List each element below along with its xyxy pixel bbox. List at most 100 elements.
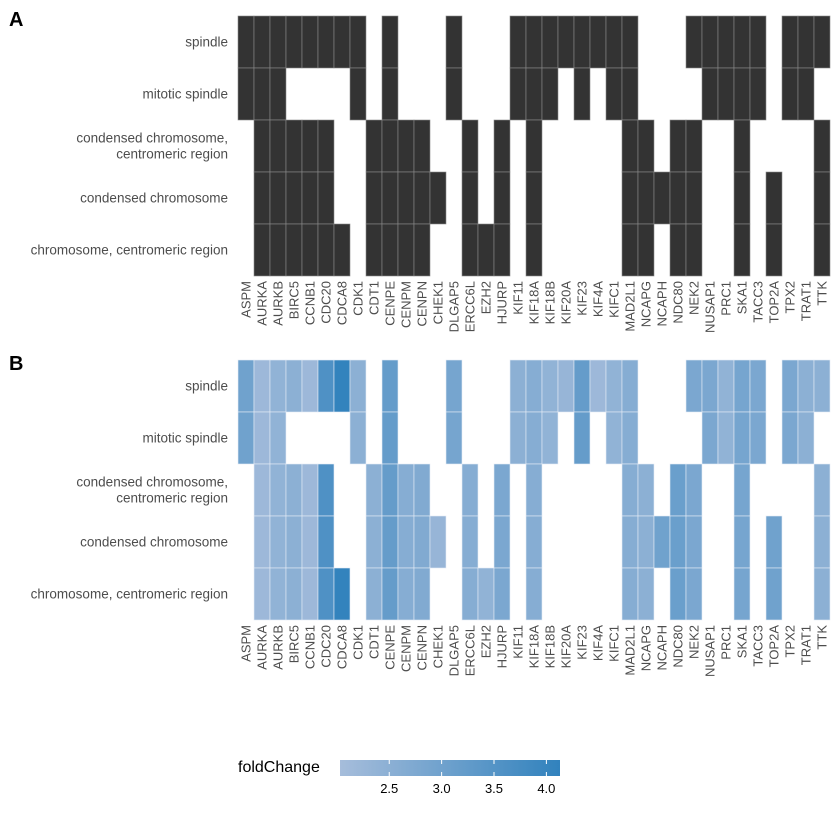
panel-b-cell (685, 567, 703, 621)
panel-a-cell (653, 171, 671, 225)
panel-b-cell (557, 359, 575, 413)
panel-a-cell (541, 15, 559, 69)
panel-a-row-label-text: chromosome, centromeric region (31, 243, 228, 258)
panel-b-cell (253, 359, 271, 413)
panel-b-cell (573, 359, 591, 413)
panel-a-gene-tick-label: NCAPG (639, 281, 654, 327)
panel-a-cell (813, 15, 831, 69)
panel-a-gene-tick-label: CCNB1 (303, 281, 318, 325)
panel-b-cell (413, 567, 431, 621)
panel-b-cell (237, 411, 255, 465)
panel-a-cell (269, 67, 287, 121)
panel-b-cell (253, 567, 271, 621)
panel-a-cell (621, 119, 639, 173)
panel-b-cell (397, 567, 415, 621)
panel-b-gene-tick-label: KIF4A (591, 625, 606, 661)
panel-b-row-label-text: condensed chromosome (80, 535, 228, 550)
panel-b-cell (381, 359, 399, 413)
panel-a-gene-tick-label: NUSAP1 (703, 281, 718, 333)
panel-b-row-label: condensed chromosome,centromeric region (76, 475, 228, 506)
panel-a-cell (813, 223, 831, 277)
panel-b-cell (701, 411, 719, 465)
panel-b-cell (285, 567, 303, 621)
panel-a-cell (493, 171, 511, 225)
panel-a-gene-tick-label: NCAPH (655, 281, 670, 327)
legend-tick-label: 4.0 (537, 781, 555, 796)
panel-b-cell (733, 359, 751, 413)
panel-a-cell (685, 15, 703, 69)
panel-a-row-label-text: condensed chromosome, (76, 131, 228, 146)
panel-a-row-label-text: condensed chromosome (80, 191, 228, 206)
panel-a-cell (317, 223, 335, 277)
legend-colorbar (340, 760, 560, 776)
panel-a-gene-tick-label: KIF4A (591, 281, 606, 317)
panel-b-gene-tick-label: CENPM (399, 625, 414, 672)
panel-a-gene-tick-label: TRAT1 (799, 281, 814, 321)
panel-a-cell (733, 67, 751, 121)
panel-a-cell (621, 223, 639, 277)
panel-a-gene-tick-label: ASPM (239, 281, 254, 318)
panel-b-cell (461, 567, 479, 621)
panel-b-gene-tick-label: TACC3 (751, 625, 766, 667)
panel-b-cell (317, 359, 335, 413)
panel-a-row-label-text: centromeric region (116, 147, 228, 162)
panel-b-cell (349, 359, 367, 413)
panel-a-cell (669, 223, 687, 277)
panel-a-cell (301, 171, 319, 225)
panel-b-row-label-text: spindle (185, 379, 228, 394)
panel-a-gene-tick-label: TOP2A (767, 281, 782, 324)
panel-a-cell (317, 171, 335, 225)
panel-b-gene-tick-label: MAD2L1 (623, 625, 638, 676)
panel-a-gene-tick-label: NEK2 (687, 281, 702, 315)
panel-b-cell (621, 567, 639, 621)
panel-b-cell (445, 359, 463, 413)
panel-b-cell (365, 515, 383, 569)
panel-a-cell (301, 15, 319, 69)
panel-b-cell (301, 463, 319, 517)
panel-a-cell (333, 223, 351, 277)
panel-a-cell (269, 15, 287, 69)
panel-b-cell (525, 411, 543, 465)
panel-b-cell (381, 463, 399, 517)
panel-a-cell (349, 15, 367, 69)
panel-b-cell (269, 359, 287, 413)
panel-a-gene-tick-label: CDK1 (351, 281, 366, 316)
panel-b-cell (669, 567, 687, 621)
panel-a-gene-tick-label: TACC3 (751, 281, 766, 323)
panel-a-cell (813, 171, 831, 225)
panel-a-cell (797, 67, 815, 121)
panel-b-row-label-text: condensed chromosome, (76, 475, 228, 490)
panel-b-cell (733, 567, 751, 621)
panel-a-gene-tick-label: AURKB (271, 281, 286, 326)
panel-a-cell (253, 171, 271, 225)
panel-b-gene-tick-label: NCAPG (639, 625, 654, 671)
panel-b-cell (733, 515, 751, 569)
panel-b-cell (365, 463, 383, 517)
panel-a-gene-tick-label: AURKA (255, 281, 270, 326)
panel-b-row-label: condensed chromosome (80, 535, 228, 550)
panel-b-row-label-text: mitotic spindle (142, 431, 228, 446)
panel-b-gene-tick-label: KIF11 (511, 625, 526, 659)
panel-a-gene-tick-label: KIF18A (527, 281, 542, 325)
panel-a-gene-tick-label: CENPE (383, 281, 398, 326)
panel-a-cell (493, 223, 511, 277)
panel-b-gene-tick-label: HJURP (495, 625, 510, 668)
panel-a-cell (381, 171, 399, 225)
panel-b-cell (589, 359, 607, 413)
panel-b-cell (413, 463, 431, 517)
panel-b-cell (621, 359, 639, 413)
panel-a-cell (781, 67, 799, 121)
panel-b-cell (365, 567, 383, 621)
panel-a-row-label: condensed chromosome,centromeric region (76, 131, 228, 162)
panel-b-cell (701, 359, 719, 413)
panel-a-row-label-text: mitotic spindle (142, 87, 228, 102)
panel-b-gene-tick-label: EZH2 (479, 625, 494, 658)
panel-b-gene-tick-label: CENPN (415, 625, 430, 671)
panel-a-row-label: chromosome, centromeric region (31, 243, 228, 258)
panel-b-gene-tick-label: CCNB1 (303, 625, 318, 669)
panel-b-cell (765, 515, 783, 569)
panel-b-cell (301, 515, 319, 569)
panel-b-cell (269, 463, 287, 517)
panel-a-cell (301, 223, 319, 277)
panel-b-cell (269, 515, 287, 569)
